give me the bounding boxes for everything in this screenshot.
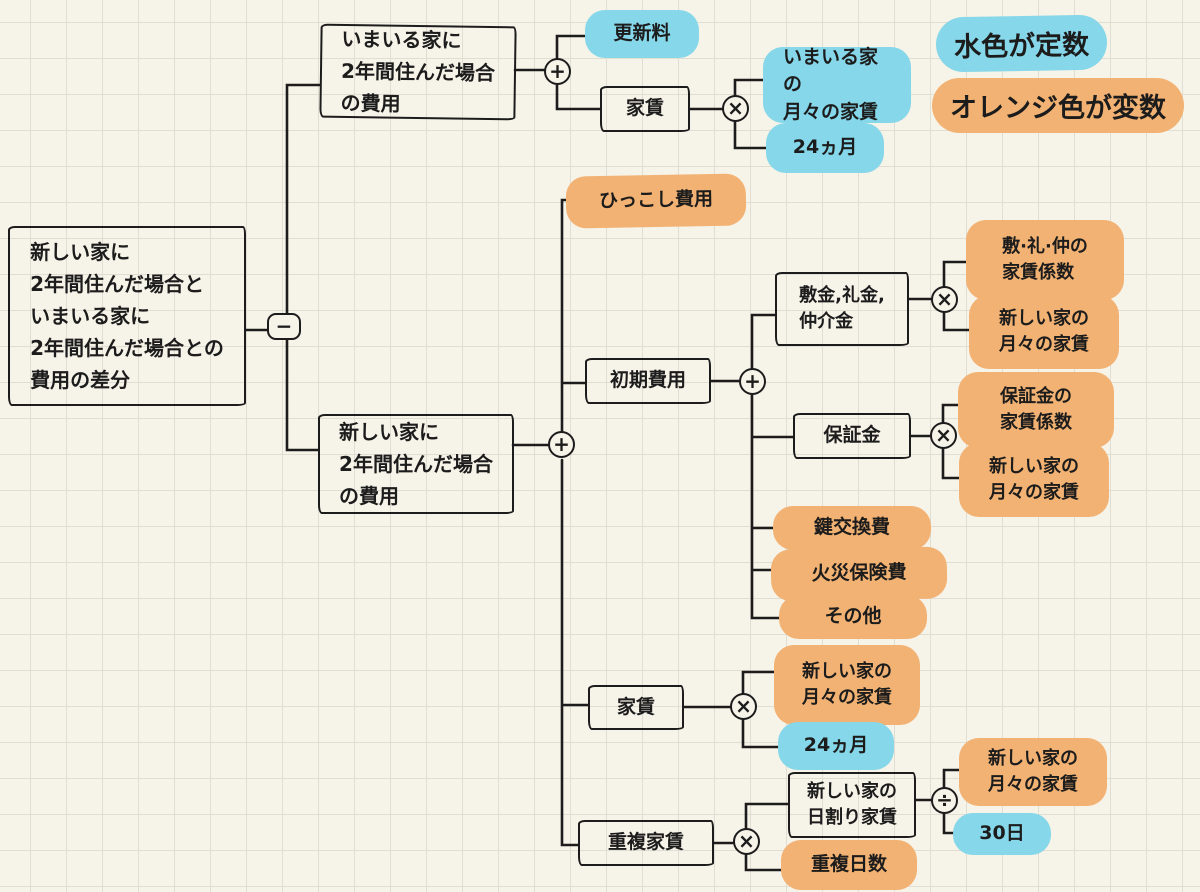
minus-operator-icon: − <box>267 313 301 340</box>
legend-constant: 水色が定数 <box>948 21 1096 67</box>
node-current-monthly-rent: いまいる家の 月々の家賃 <box>763 46 911 123</box>
plus-operator-icon-initial: + <box>739 368 766 395</box>
node-months-24-current: 24ヵ月 <box>766 123 884 173</box>
times-operator-icon-rent: × <box>730 693 757 720</box>
node-rent-new: 家賃 <box>588 685 684 730</box>
node-other: その他 <box>779 595 927 639</box>
node-deposit-coeff: 保証金の 家賃係数 <box>958 372 1114 448</box>
node-moving-cost: ひっこし費用 <box>574 178 738 224</box>
times-operator-icon-overlap: × <box>733 828 760 855</box>
times-operator-icon-deposit: × <box>930 422 957 449</box>
node-months-24-new: 24ヵ月 <box>778 722 894 770</box>
node-overlap-rent: 重複家賃 <box>578 820 714 866</box>
node-daily-rent: 新しい家の 日割り家賃 <box>788 772 916 838</box>
tree-edges <box>244 34 980 872</box>
node-fire-insurance: 火災保険費 <box>779 551 939 597</box>
node-current-home-cost: いまいる家に 2年間住んだ場合 の費用 <box>319 23 517 121</box>
node-new-monthly-rent-1: 新しい家の 月々の家賃 <box>969 295 1119 369</box>
node-new-home-cost: 新しい家に 2年間住んだ場合 の費用 <box>318 414 514 514</box>
legend-variable: オレンジ色が変数 <box>932 78 1184 133</box>
times-operator-icon-shikirei: × <box>931 286 958 313</box>
plus-operator-icon-main: + <box>548 431 575 458</box>
times-operator-icon-top: × <box>722 95 749 122</box>
plus-operator-icon-top: + <box>544 58 571 85</box>
node-root: 新しい家に 2年間住んだ場合と いまいる家に 2年間住んだ場合との 費用の差分 <box>8 226 246 406</box>
node-overlap-days: 重複日数 <box>781 840 917 890</box>
node-initial-cost: 初期費用 <box>585 358 711 404</box>
node-new-monthly-rent-2: 新しい家の 月々の家賃 <box>959 443 1109 517</box>
node-new-monthly-rent-4: 新しい家の 月々の家賃 <box>959 738 1107 806</box>
node-shikirei: 敷金,礼金, 仲介金 <box>775 272 909 346</box>
node-deposit: 保証金 <box>793 413 911 459</box>
node-rent-current: 家賃 <box>600 86 690 132</box>
node-new-monthly-rent-3: 新しい家の 月々の家賃 <box>774 645 920 725</box>
divide-operator-icon-daily: ÷ <box>931 787 958 814</box>
node-shikirei-coeff: 敷·礼·仲の 家賃係数 <box>966 220 1124 300</box>
node-renewal-fee: 更新料 <box>585 10 699 58</box>
node-key-exchange: 鍵交換費 <box>773 506 931 550</box>
node-days-30: 30日 <box>953 813 1051 855</box>
